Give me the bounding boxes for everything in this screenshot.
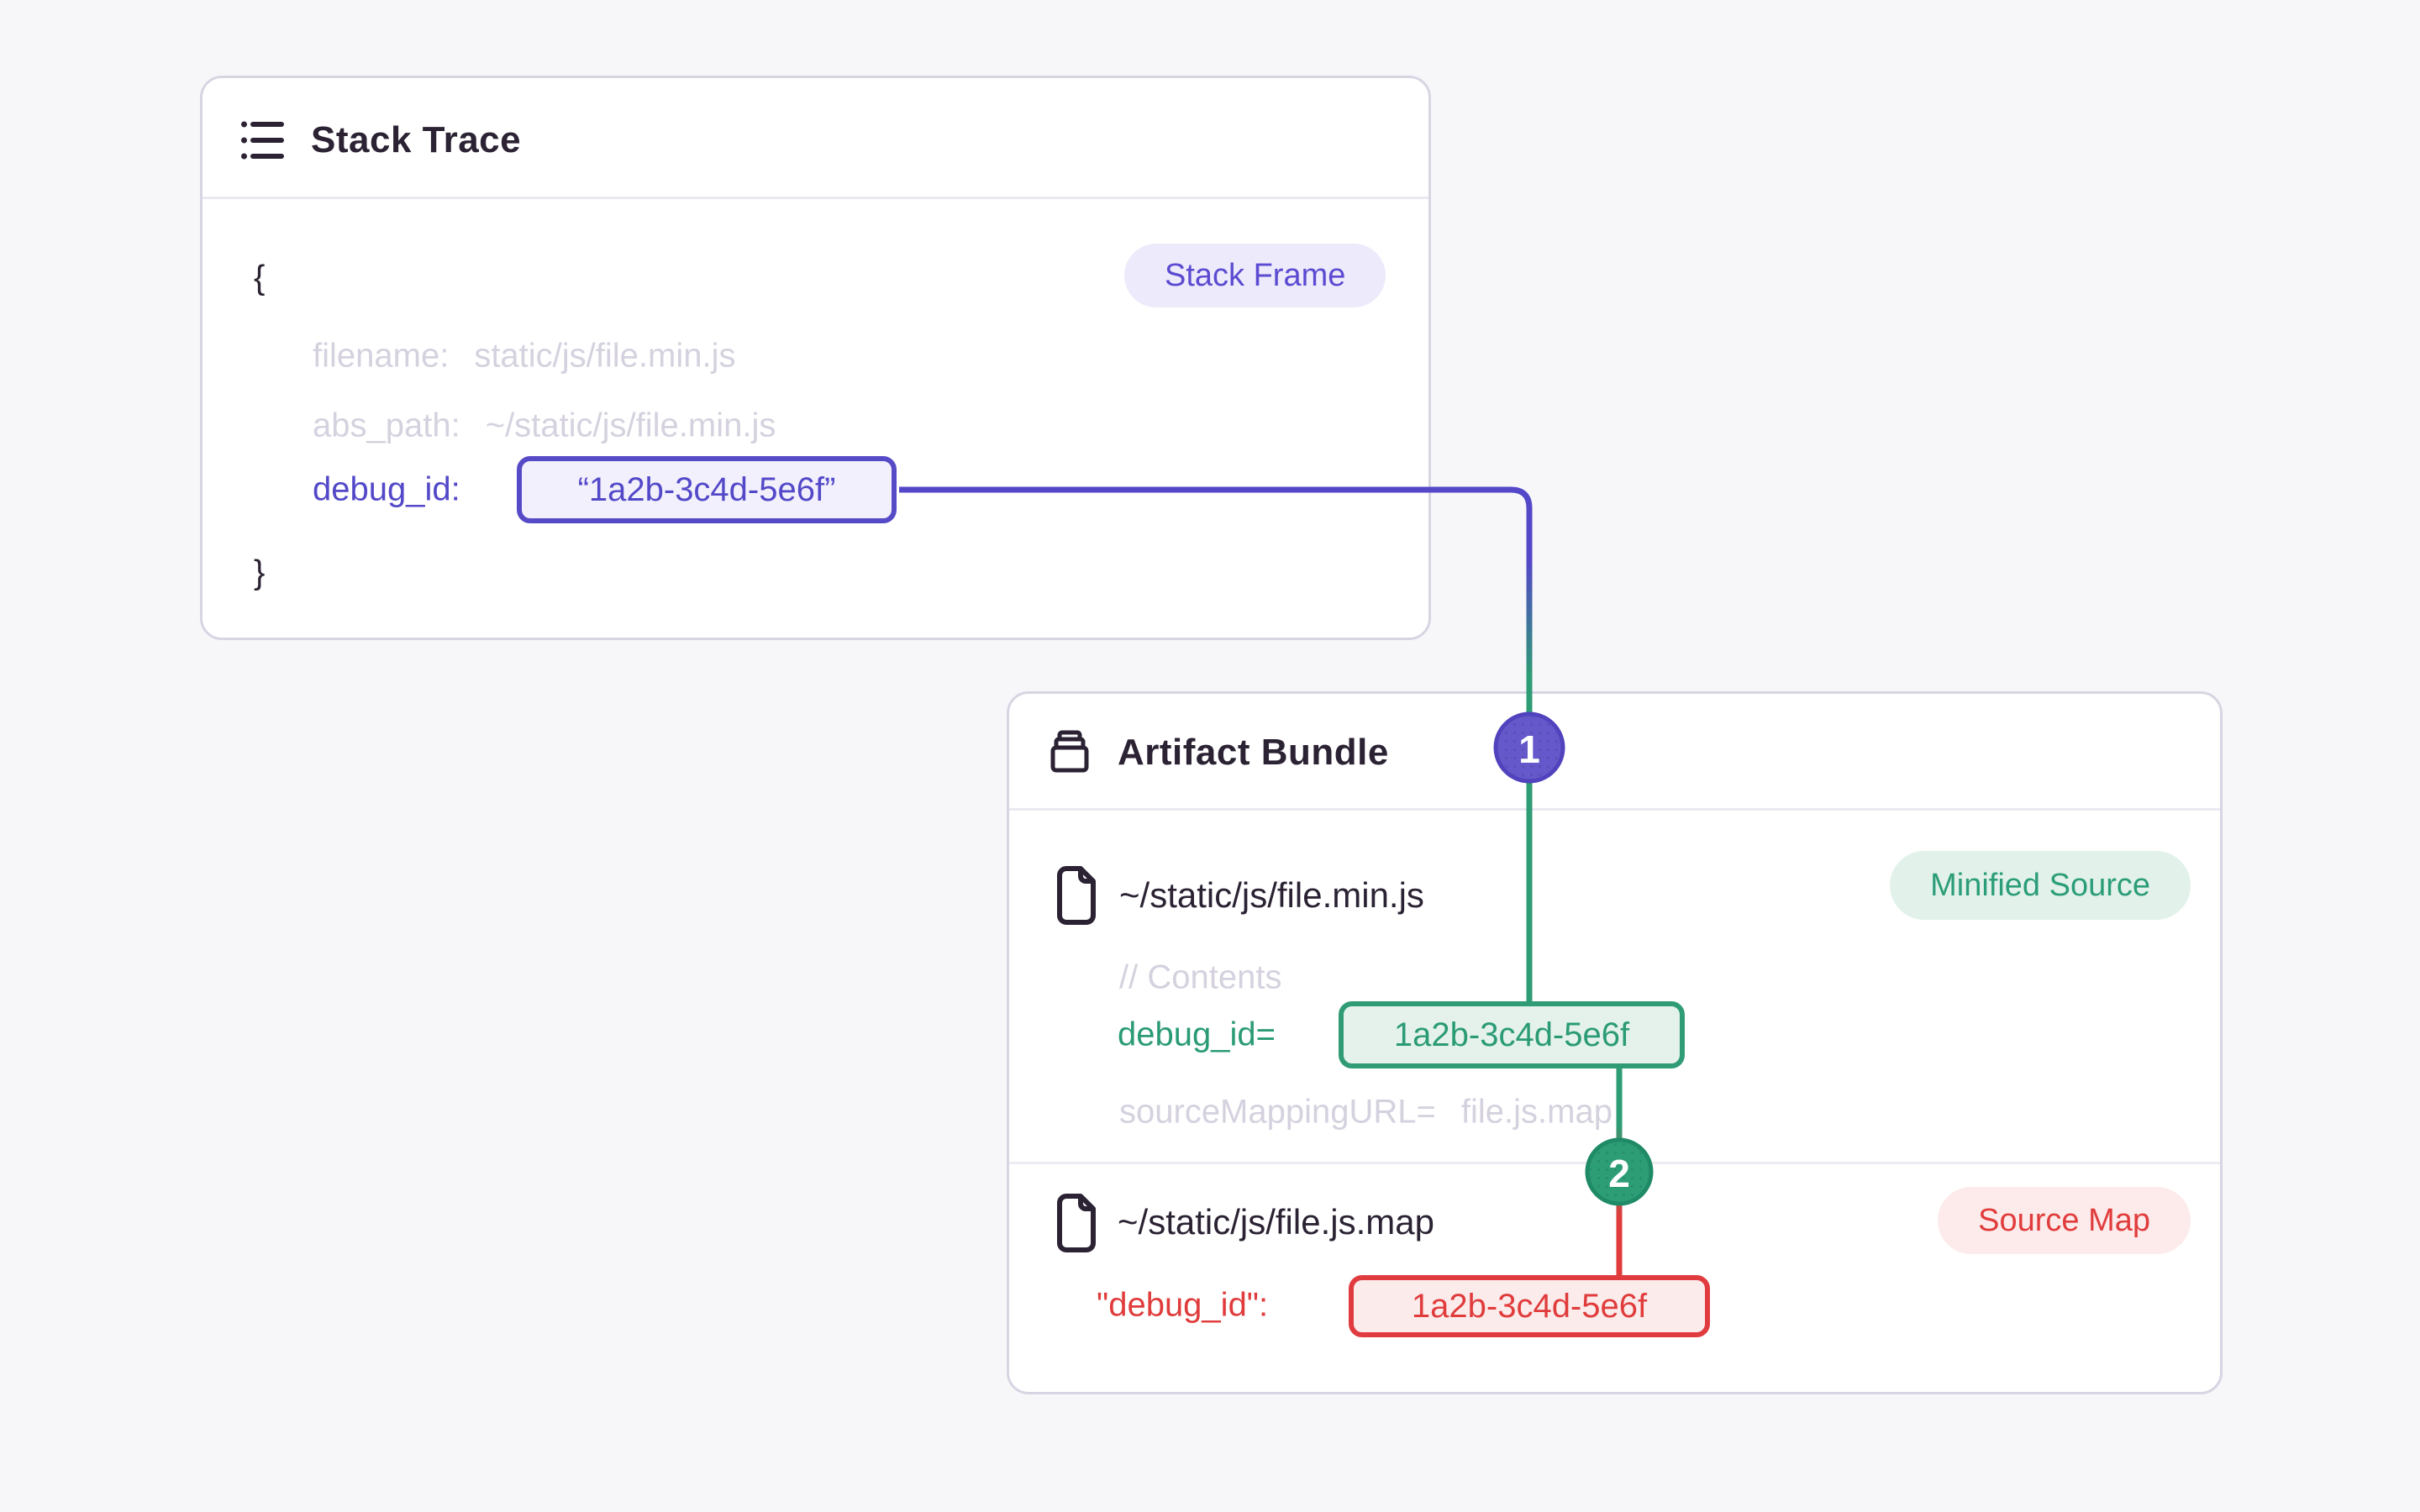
- source-mapping-key: sourceMappingURL=: [1119, 1093, 1436, 1131]
- source-mapping-value: file.js.map: [1460, 1093, 1612, 1131]
- stack-frame-badge: Stack Frame: [1124, 244, 1386, 307]
- file-icon: [1057, 866, 1096, 925]
- debug-id-chip-red-value: 1a2b-3c4d-5e6f: [1411, 1287, 1648, 1325]
- stack-trace-title: Stack Trace: [311, 119, 522, 160]
- stack-trace-card: [200, 76, 1431, 640]
- debug-id-assignment-label: debug_id=: [1118, 1016, 1276, 1053]
- code-brace-open: {: [254, 259, 266, 297]
- debug-id-label: debug_id:: [313, 470, 460, 508]
- artifact-header-divider: [1009, 808, 2220, 811]
- debug-id-chip-green-value: 1a2b-3c4d-5e6f: [1393, 1016, 1630, 1053]
- filename-value: static/js/file.min.js: [474, 337, 736, 375]
- filename-row: filename: static/js/file.min.js: [313, 338, 735, 375]
- minified-file-path: ~/static/js/file.min.js: [1119, 875, 1424, 915]
- artifact-bundle-title: Artifact Bundle: [1118, 732, 1389, 773]
- abs-path-key: abs_path:: [313, 407, 460, 444]
- artifact-row-divider: [1009, 1162, 2220, 1164]
- source-map-badge-label: Source Map: [1978, 1202, 2150, 1238]
- stack-frame-badge-label: Stack Frame: [1165, 257, 1346, 293]
- stack-header-divider: [203, 197, 1428, 199]
- file-icon: [1057, 1194, 1096, 1252]
- debug-id-chip-green: 1a2b-3c4d-5e6f: [1339, 1001, 1685, 1068]
- contents-comment: // Contents: [1119, 958, 1282, 996]
- sourcemap-file-path: ~/static/js/file.js.map: [1118, 1202, 1434, 1242]
- debug-id-chip-purple: “1a2b-3c4d-5e6f”: [517, 456, 897, 523]
- code-brace-close: }: [254, 554, 266, 591]
- minified-source-badge-label: Minified Source: [1930, 867, 2150, 903]
- debug-id-chip-purple-value: “1a2b-3c4d-5e6f”: [577, 470, 836, 508]
- abs-path-value: ~/static/js/file.min.js: [485, 407, 776, 444]
- abs-path-row: abs_path: ~/static/js/file.min.js: [313, 407, 776, 445]
- debug-id-chip-red: 1a2b-3c4d-5e6f: [1349, 1275, 1710, 1337]
- source-map-badge: Source Map: [1938, 1187, 2191, 1254]
- debug-id-json-label: "debug_id":: [1097, 1286, 1269, 1324]
- minified-source-badge: Minified Source: [1890, 851, 2191, 920]
- list-icon: [241, 121, 284, 160]
- archive-icon: [1050, 730, 1089, 773]
- source-mapping-row: sourceMappingURL= file.js.map: [1119, 1094, 1612, 1131]
- filename-key: filename:: [313, 337, 450, 375]
